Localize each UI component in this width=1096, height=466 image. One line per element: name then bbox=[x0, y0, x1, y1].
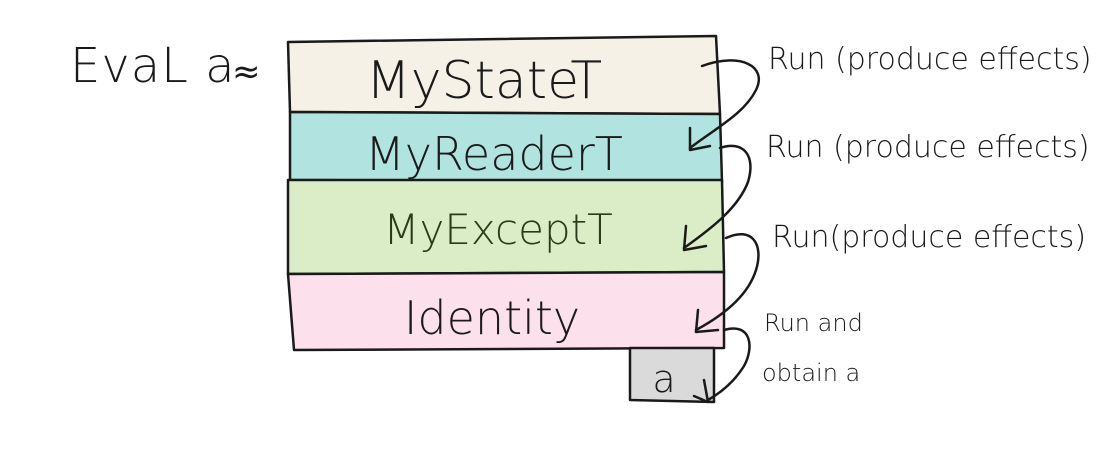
annotation-run-2: Run (produce effects) bbox=[766, 130, 1090, 165]
annotation-run-1: Run (produce effects) bbox=[768, 42, 1092, 77]
layer-myexceptt-label: MyExceptT bbox=[383, 205, 612, 254]
result-a-box bbox=[628, 346, 716, 404]
annotation-final-line2: obtain a bbox=[762, 359, 861, 387]
run-arrow-1-head bbox=[688, 126, 712, 152]
run-arrow-3-head bbox=[694, 308, 720, 334]
layer-identity-box bbox=[286, 270, 726, 352]
layer-myreadert-label: MyReaderT bbox=[365, 127, 623, 181]
annotation-final-line1: Run and bbox=[764, 309, 863, 337]
run-arrow-4 bbox=[706, 327, 751, 402]
layer-identity-label: Identity bbox=[404, 291, 580, 345]
run-arrow-4-head bbox=[692, 378, 710, 404]
diagram-title: EvaL a bbox=[70, 38, 236, 94]
run-arrow-3 bbox=[694, 232, 760, 332]
run-arrow-2 bbox=[682, 144, 752, 250]
approx-symbol: ≈ bbox=[232, 52, 261, 92]
run-arrow-2-head bbox=[682, 224, 708, 252]
layer-mystatet-label: MyStateT bbox=[366, 51, 602, 111]
result-a-label: a bbox=[652, 357, 675, 401]
layer-labels: MyStateT MyReaderT MyExceptT Identity a bbox=[365, 51, 676, 401]
layer-stack bbox=[286, 34, 726, 404]
run-arrows bbox=[682, 59, 760, 404]
run-arrow-1 bbox=[688, 59, 760, 150]
annotation-run-3: Run(produce effects) bbox=[772, 220, 1087, 255]
